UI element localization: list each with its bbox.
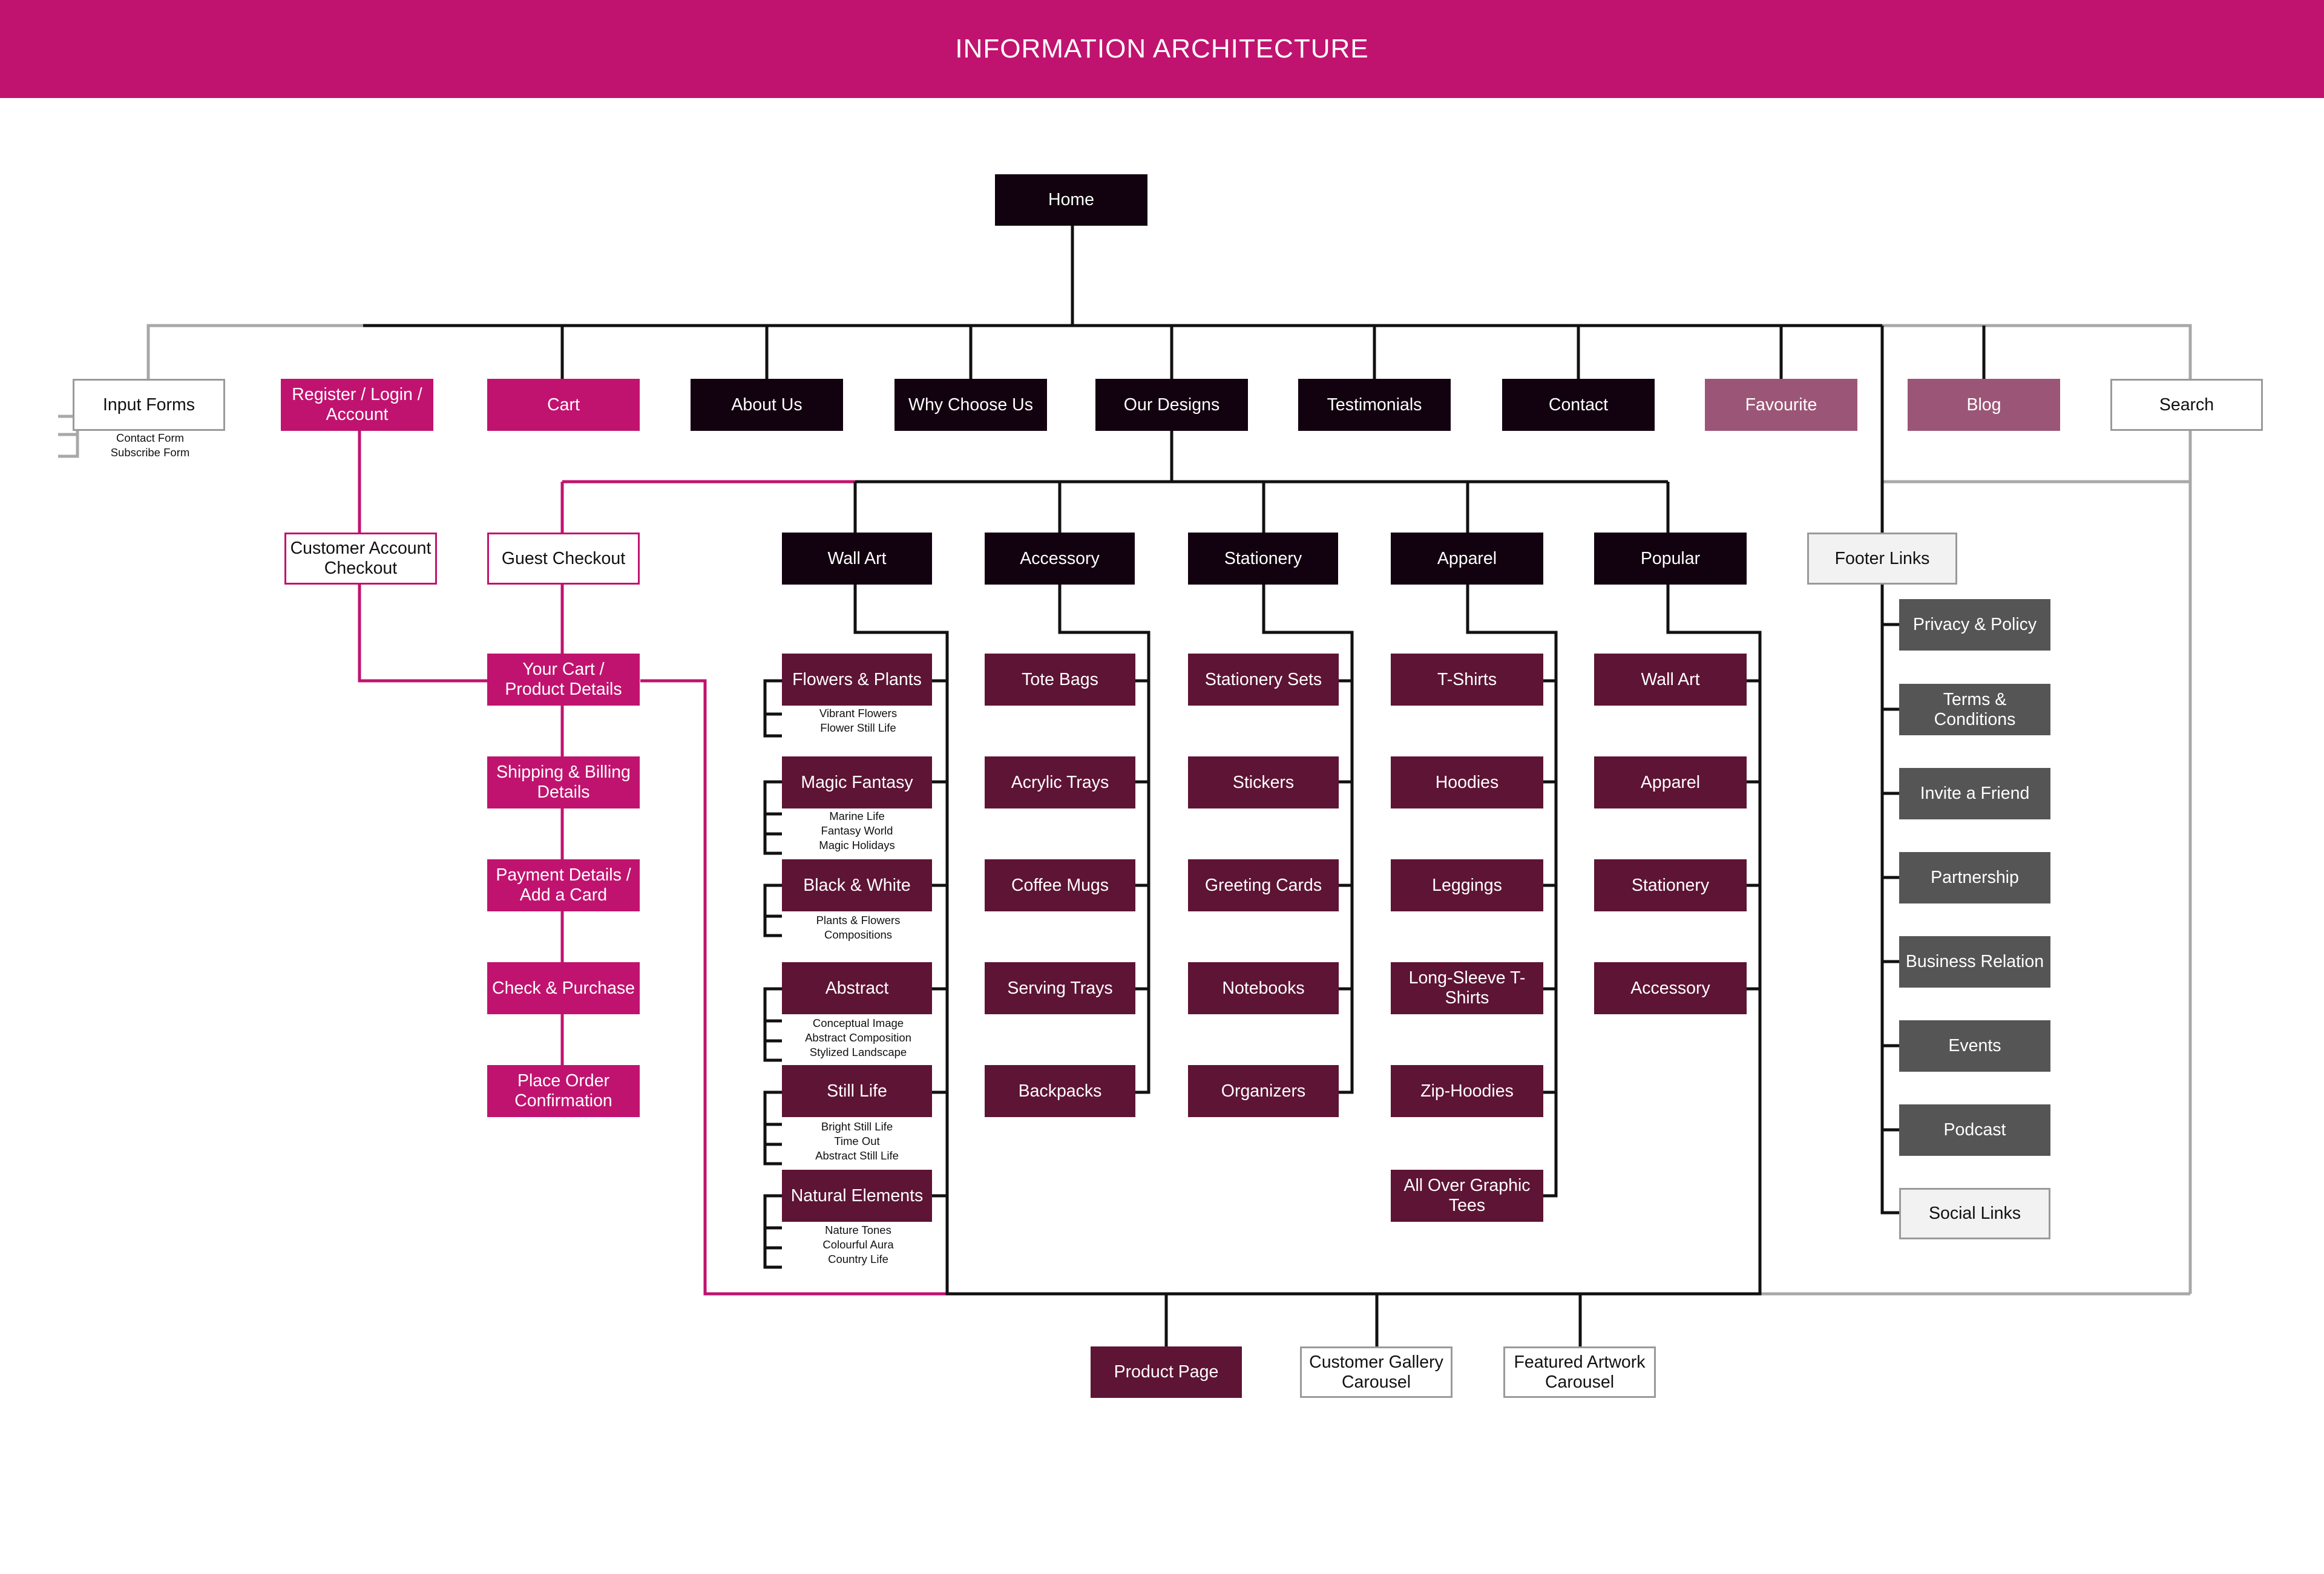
node-all-over-graphic-tees[interactable]: All Over Graphic Tees (1391, 1170, 1543, 1222)
node-wall-art[interactable]: Wall Art (782, 533, 932, 585)
node-abstract[interactable]: Abstract (782, 962, 932, 1014)
node-popular-stationery[interactable]: Stationery (1594, 859, 1747, 911)
node-still-life[interactable]: Still Life (782, 1065, 932, 1117)
node-our-designs[interactable]: Our Designs (1095, 379, 1248, 431)
node-business-relation[interactable]: Business Relation (1899, 936, 2050, 988)
node-backpacks[interactable]: Backpacks (985, 1065, 1135, 1117)
node-apparel[interactable]: Apparel (1391, 533, 1543, 585)
node-register-login-account[interactable]: Register / Login / Account (281, 379, 433, 431)
node-black-white[interactable]: Black & White (782, 859, 932, 911)
node-social-links[interactable]: Social Links (1899, 1188, 2050, 1239)
sublabels-natural-elements: Nature Tones Colourful Aura Country Life (780, 1223, 937, 1267)
node-acrylic-trays[interactable]: Acrylic Trays (985, 756, 1135, 808)
node-place-order[interactable]: Place Order Confirmation (487, 1065, 640, 1117)
sublabel: Country Life (828, 1253, 888, 1265)
node-stationery-sets[interactable]: Stationery Sets (1188, 654, 1339, 706)
node-long-sleeve-t-shirts[interactable]: Long-Sleeve T-Shirts (1391, 962, 1543, 1014)
node-popular-wall-art[interactable]: Wall Art (1594, 654, 1747, 706)
sublabel: Vibrant Flowers (819, 707, 898, 720)
node-magic-fantasy[interactable]: Magic Fantasy (782, 756, 932, 808)
sublabel: Conceptual Image (812, 1017, 904, 1029)
node-natural-elements[interactable]: Natural Elements (782, 1170, 932, 1222)
node-guest-checkout[interactable]: Guest Checkout (487, 533, 640, 585)
node-check-purchase[interactable]: Check & Purchase (487, 962, 640, 1014)
page-title: INFORMATION ARCHITECTURE (955, 34, 1369, 64)
node-popular[interactable]: Popular (1594, 533, 1747, 585)
sublabels-input-forms: Contact Form Subscribe Form (71, 431, 229, 460)
node-featured-artwork-carousel[interactable]: Featured Artwork Carousel (1503, 1346, 1656, 1398)
node-t-shirts[interactable]: T-Shirts (1391, 654, 1543, 706)
node-coffee-mugs[interactable]: Coffee Mugs (985, 859, 1135, 911)
node-flowers-plants[interactable]: Flowers & Plants (782, 654, 932, 706)
sublabel: Contact Form (116, 431, 185, 444)
node-favourite[interactable]: Favourite (1705, 379, 1857, 431)
sublabel: Compositions (824, 928, 893, 941)
node-popular-accessory[interactable]: Accessory (1594, 962, 1747, 1014)
sublabel: Stylized Landscape (809, 1046, 907, 1058)
sublabel: Bright Still Life (821, 1120, 893, 1133)
node-serving-trays[interactable]: Serving Trays (985, 962, 1135, 1014)
node-home[interactable]: Home (995, 174, 1147, 226)
node-payment-details[interactable]: Payment Details / Add a Card (487, 859, 640, 911)
sublabels-magic-fantasy: Marine Life Fantasy World Magic Holidays (778, 809, 936, 853)
sublabels-flowers-plants: Vibrant Flowers Flower Still Life (780, 706, 937, 735)
node-search[interactable]: Search (2110, 379, 2263, 431)
node-shipping-billing[interactable]: Shipping & Billing Details (487, 756, 640, 808)
node-tote-bags[interactable]: Tote Bags (985, 654, 1135, 706)
sublabel: Nature Tones (825, 1224, 891, 1236)
sublabels-black-white: Plants & Flowers Compositions (780, 913, 937, 942)
node-customer-account-checkout[interactable]: Customer Account Checkout (284, 533, 437, 585)
node-events[interactable]: Events (1899, 1020, 2050, 1072)
node-input-forms[interactable]: Input Forms (73, 379, 225, 431)
page-header: INFORMATION ARCHITECTURE (0, 0, 2324, 98)
node-accessory[interactable]: Accessory (985, 533, 1135, 585)
node-product-page[interactable]: Product Page (1091, 1346, 1242, 1398)
sublabel: Colourful Aura (822, 1238, 894, 1251)
node-privacy-policy[interactable]: Privacy & Policy (1899, 599, 2050, 651)
node-zip-hoodies[interactable]: Zip-Hoodies (1391, 1065, 1543, 1117)
node-your-cart[interactable]: Your Cart / Product Details (487, 654, 640, 706)
node-footer-links[interactable]: Footer Links (1807, 533, 1957, 585)
node-hoodies[interactable]: Hoodies (1391, 756, 1543, 808)
node-testimonials[interactable]: Testimonials (1298, 379, 1451, 431)
sublabel: Abstract Still Life (815, 1149, 899, 1162)
sublabel: Plants & Flowers (816, 914, 901, 926)
node-about-us[interactable]: About Us (691, 379, 843, 431)
sublabels-abstract: Conceptual Image Abstract Composition St… (780, 1016, 937, 1060)
sublabel: Fantasy World (821, 824, 893, 837)
node-leggings[interactable]: Leggings (1391, 859, 1543, 911)
sublabel: Subscribe Form (110, 446, 190, 459)
node-podcast[interactable]: Podcast (1899, 1104, 2050, 1156)
node-contact[interactable]: Contact (1502, 379, 1655, 431)
node-terms-conditions[interactable]: Terms & Conditions (1899, 684, 2050, 735)
node-invite-a-friend[interactable]: Invite a Friend (1899, 768, 2050, 819)
sublabel: Flower Still Life (820, 721, 896, 734)
node-notebooks[interactable]: Notebooks (1188, 962, 1339, 1014)
node-stationery[interactable]: Stationery (1188, 533, 1338, 585)
node-cart[interactable]: Cart (487, 379, 640, 431)
sublabels-still-life: Bright Still Life Time Out Abstract Stil… (778, 1120, 936, 1163)
node-blog[interactable]: Blog (1908, 379, 2060, 431)
sublabel: Time Out (834, 1135, 880, 1147)
node-stickers[interactable]: Stickers (1188, 756, 1339, 808)
node-popular-apparel[interactable]: Apparel (1594, 756, 1747, 808)
node-organizers[interactable]: Organizers (1188, 1065, 1339, 1117)
sublabel: Marine Life (829, 810, 885, 822)
sublabel: Abstract Composition (805, 1031, 911, 1044)
node-customer-gallery-carousel[interactable]: Customer Gallery Carousel (1300, 1346, 1452, 1398)
sublabel: Magic Holidays (819, 839, 895, 851)
node-why-choose-us[interactable]: Why Choose Us (894, 379, 1047, 431)
node-partnership[interactable]: Partnership (1899, 852, 2050, 903)
node-greeting-cards[interactable]: Greeting Cards (1188, 859, 1339, 911)
